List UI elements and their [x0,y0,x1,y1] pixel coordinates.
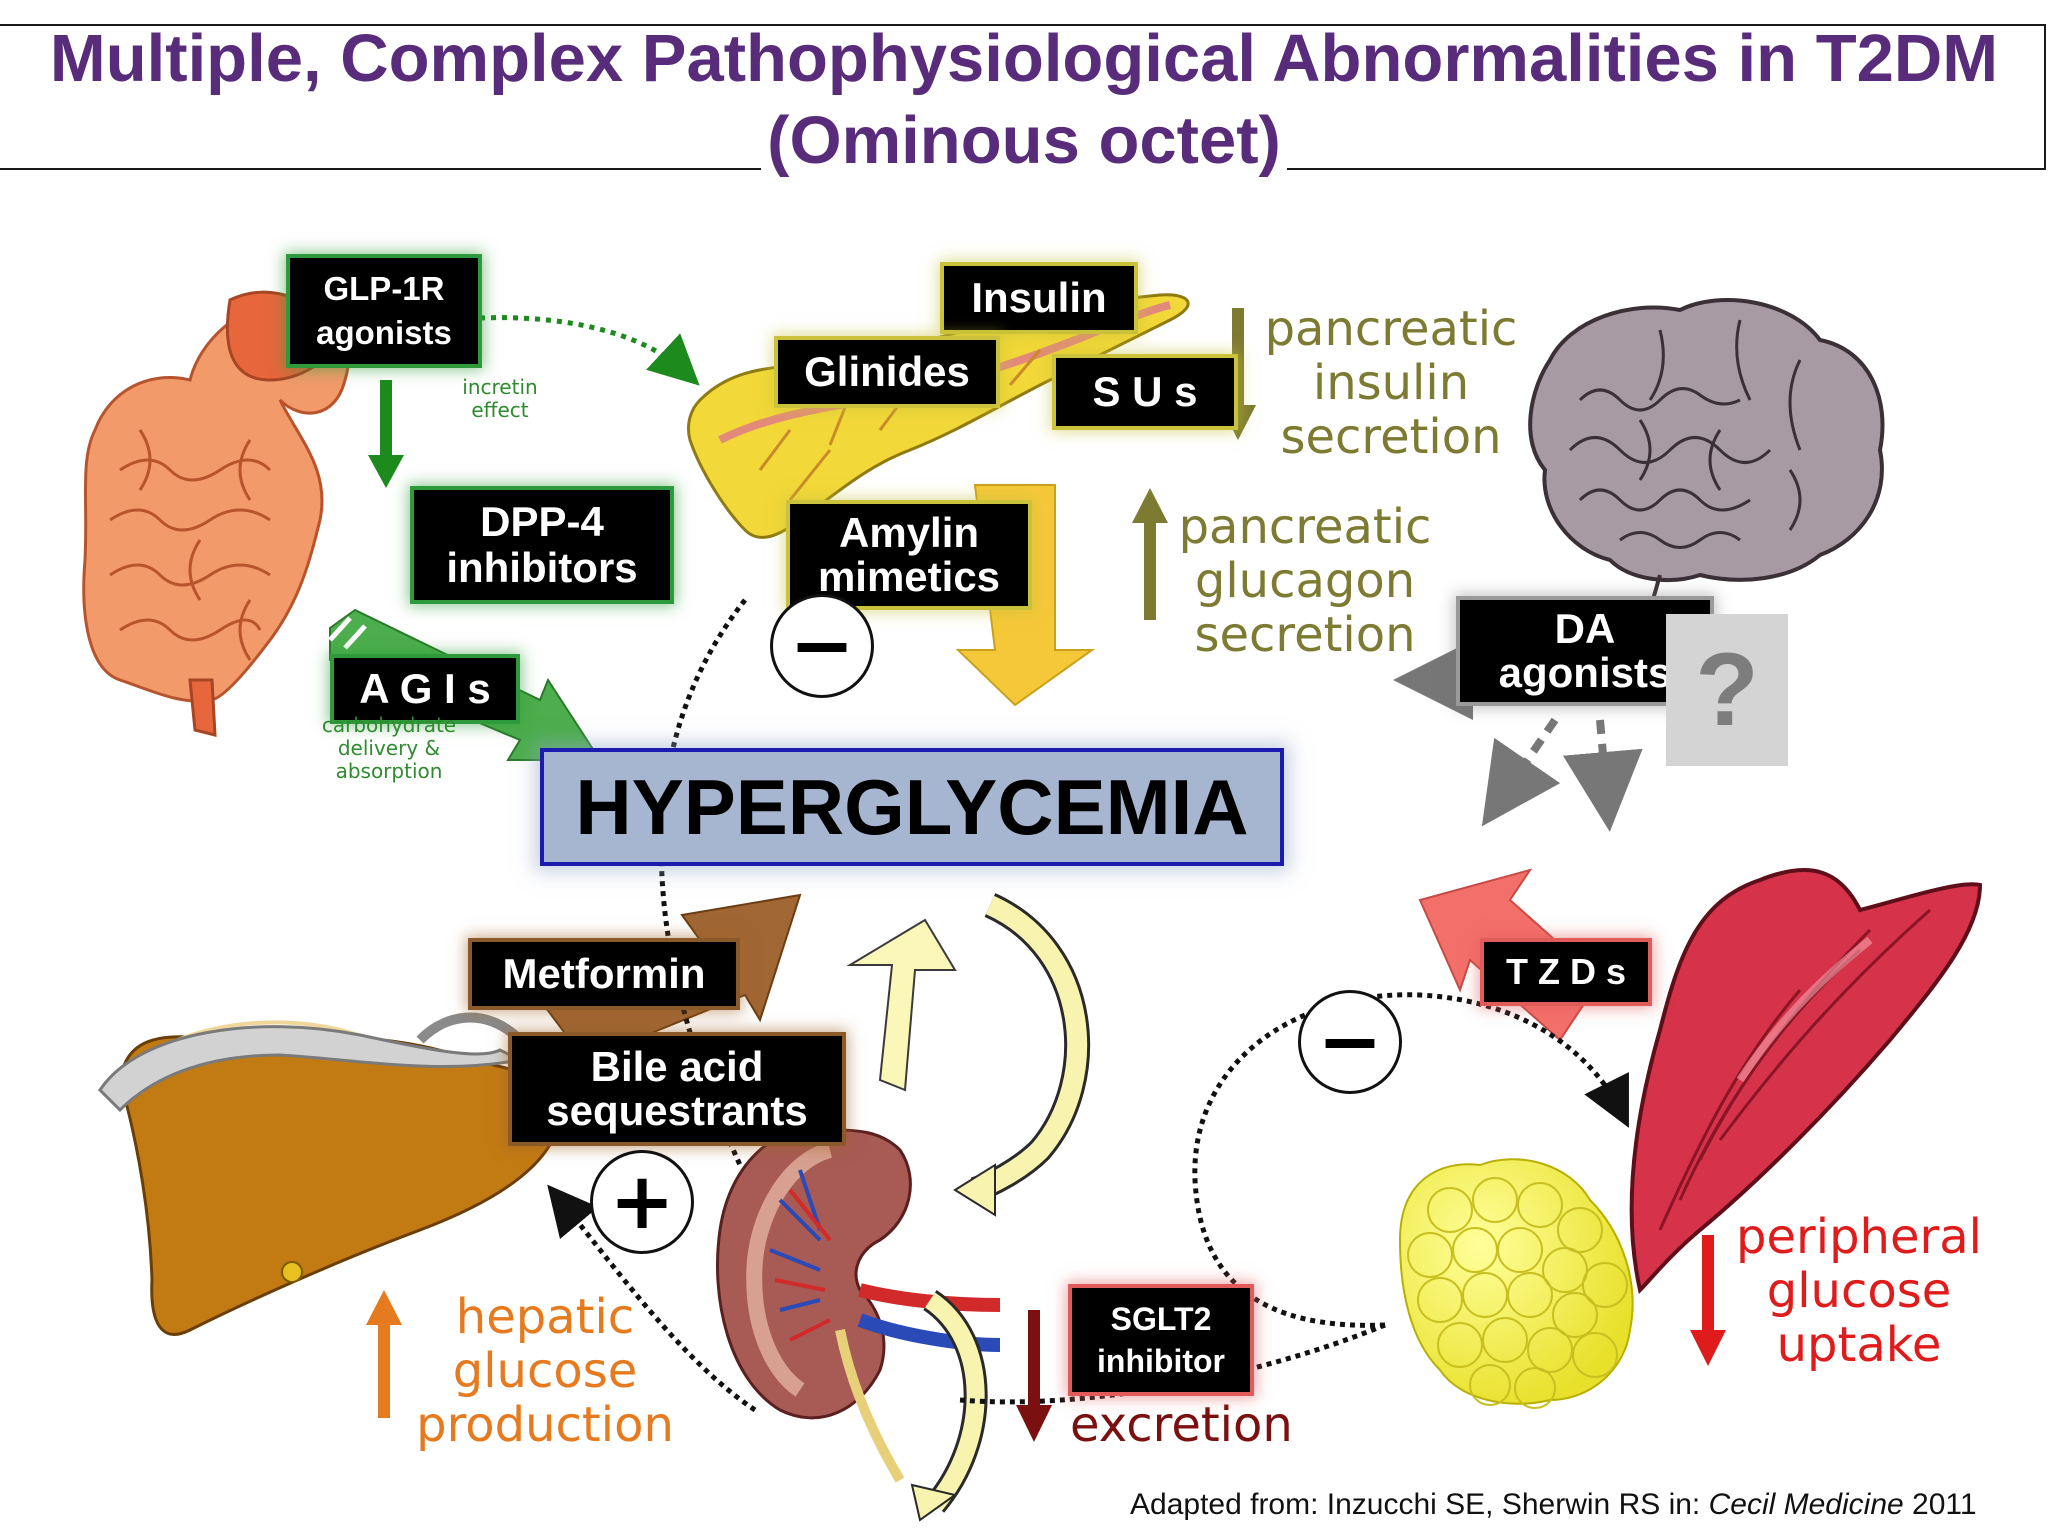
amylin-inhibit-sign: − [770,594,874,698]
tzd-inhibit-sign: − [1298,990,1402,1094]
liver-image [98,1012,562,1336]
metformin-box: Metformin [472,942,736,1006]
kidney-to-hyperglycemia-arrow [846,918,957,1092]
kidney-to-fat-dotted-line [959,1322,1386,1405]
brain-image [1528,298,1885,611]
question-mark-badge: ? [1666,614,1788,766]
incretin-dotted-arrow [479,315,700,386]
tzd-dotted-arrow [1192,992,1629,1328]
excretion-down-arrow [1016,1405,1052,1442]
sus-box: S U s [1056,358,1234,426]
citation-year: 2011 [1903,1488,1977,1521]
tzds-box: T Z D s [1484,942,1648,1002]
glp1r-agonists-box: GLP-1R agonists [290,258,478,364]
kidney-image [716,1127,1001,1483]
hyperglycemia-box: HYPERGLYCEMIA [540,748,1284,866]
glucose-reabsorption-arrow [970,893,1091,1203]
peripheral-glucose-uptake-label: peripheral glucose uptake [1736,1209,1982,1373]
pancreatic-glucagon-secretion-label: pancreatic glucagon secretion [1178,499,1432,663]
citation: Adapted from: Inzucchi SE, Sherwin RS in… [1130,1488,2020,1522]
hepatic-glucose-production-label: hepatic glucose production [416,1289,674,1453]
agis-box: A G I s [334,658,516,720]
bile-acid-sequestrants-box: Bile acid sequestrants [512,1036,842,1142]
citation-source: Cecil Medicine [1708,1488,1904,1521]
insulin-box: Insulin [944,266,1134,330]
sglt2-inhibitor-box: SGLT2 inhibitor [1072,1288,1250,1392]
page-title: Multiple, Complex Pathophysiological Abn… [0,18,2048,182]
excretion-label: excretion [1070,1397,1293,1453]
title-line-2: (Ominous octet) [761,103,1287,178]
title-line-1: Multiple, Complex Pathophysiological Abn… [49,21,1999,96]
peripheral-uptake-down-arrow [1690,1330,1726,1366]
pancreatic-insulin-secretion-label: pancreatic insulin secretion [1264,301,1518,465]
carbohydrate-absorption-label: carbohydrate delivery & absorption [321,713,457,783]
adipose-tissue-image [1398,1158,1634,1409]
hepatic-plus-sign: + [590,1150,694,1254]
dpp4-inhibitors-box: DPP-4 inhibitors [414,490,670,600]
hepatic-glucose-up-arrow [366,1290,402,1325]
glucagon-secretion-up-arrow [1132,488,1168,523]
glp1-down-arrow [368,455,404,488]
glinides-box: Glinides [778,340,996,404]
amylin-mimetics-box: Amylin mimetics [790,504,1028,606]
citation-prefix: Adapted from: Inzucchi SE, Sherwin RS in… [1130,1488,1709,1521]
muscle-image [1629,868,1983,1294]
incretin-effect-label: incretin effect [462,375,538,422]
